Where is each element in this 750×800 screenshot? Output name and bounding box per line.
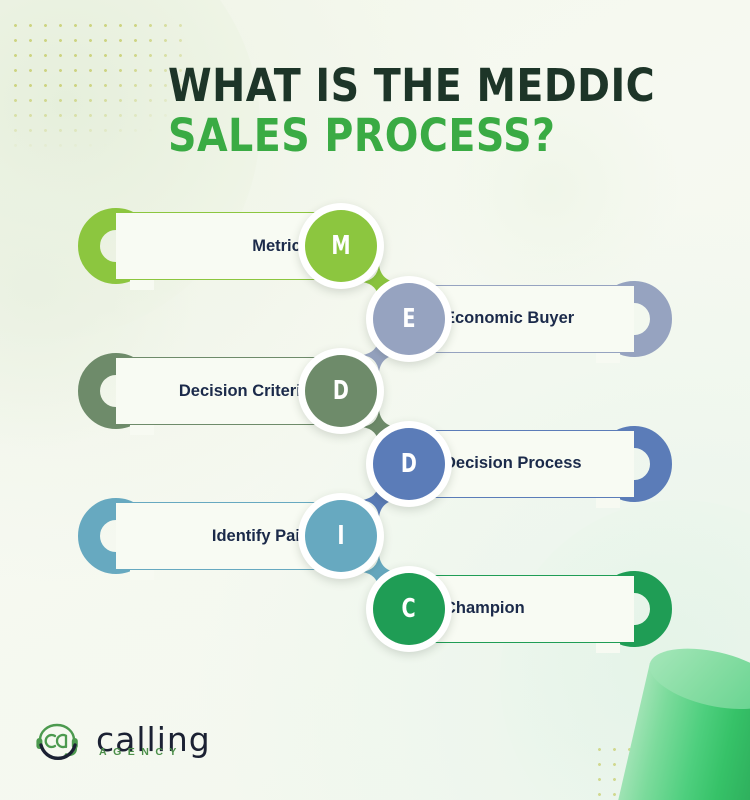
step-letter-decision-process: D — [400, 448, 418, 479]
step-bar-decision-process: Decision Process — [422, 429, 634, 498]
brand-logo: calling AGENCY — [30, 714, 211, 766]
step-label-decision-process: Decision Process — [444, 454, 582, 472]
step-bar-identify-pain: Identify Pain — [116, 502, 328, 570]
title-line-2: SALES PROCESS? — [168, 109, 556, 162]
step-badge-circle-identify-pain: I — [305, 500, 377, 572]
step-letter-identify-pain: I — [337, 521, 345, 551]
step-badge-circle-decision-process: D — [373, 427, 445, 500]
step-label-identify-pain: Identify Pain — [211, 526, 310, 545]
title-line-1: WHAT IS THE MEDDIC — [168, 59, 656, 112]
step-row-identify-pain[interactable]: Identify Pain I — [78, 493, 384, 580]
step-badge-circle-champion: C — [373, 572, 445, 645]
step-letter-metrics: M — [331, 231, 351, 261]
logo-subtitle: AGENCY — [99, 745, 183, 758]
step-letter-economic-buyer: E — [402, 303, 416, 334]
dot-grid-top-left — [8, 18, 194, 148]
step-row-decision-process[interactable]: Decision Process D — [366, 420, 672, 508]
step-letter-decision-criteria: D — [332, 376, 350, 406]
dot-grid-bottom-right — [592, 742, 700, 800]
logo-word: calling — [96, 719, 211, 759]
step-letter-champion: C — [401, 593, 417, 624]
step-badge-metrics[interactable]: M — [298, 203, 384, 289]
headset-logo-icon — [36, 723, 78, 761]
step-bar-economic-buyer: Economic Buyer — [422, 284, 634, 353]
step-label-metrics: Metrics — [252, 236, 310, 255]
step-badge-economic-buyer[interactable]: E — [366, 275, 452, 362]
step-row-decision-criteria[interactable]: Decision Criteria D — [78, 348, 384, 435]
step-badge-champion[interactable]: C — [366, 565, 452, 652]
step-badge-circle-metrics: M — [305, 210, 377, 282]
step-label-decision-criteria: Decision Criteria — [178, 381, 310, 400]
page-title: WHAT IS THE MEDDIC SALES PROCESS? — [168, 62, 728, 160]
logo-text: calling AGENCY — [96, 719, 211, 759]
step-bar-decision-criteria: Decision Criteria — [116, 357, 328, 425]
step-row-metrics[interactable]: Metrics M — [78, 203, 384, 290]
step-badge-circle-decision-criteria: D — [305, 355, 377, 427]
step-bar-metrics: Metrics — [116, 212, 328, 280]
step-badge-decision-process[interactable]: D — [366, 420, 452, 507]
cylinder-decoration — [611, 637, 750, 800]
step-bar-champion: Champion — [422, 574, 634, 643]
cylinder-body — [611, 662, 750, 800]
step-badge-circle-economic-buyer: E — [373, 282, 445, 355]
